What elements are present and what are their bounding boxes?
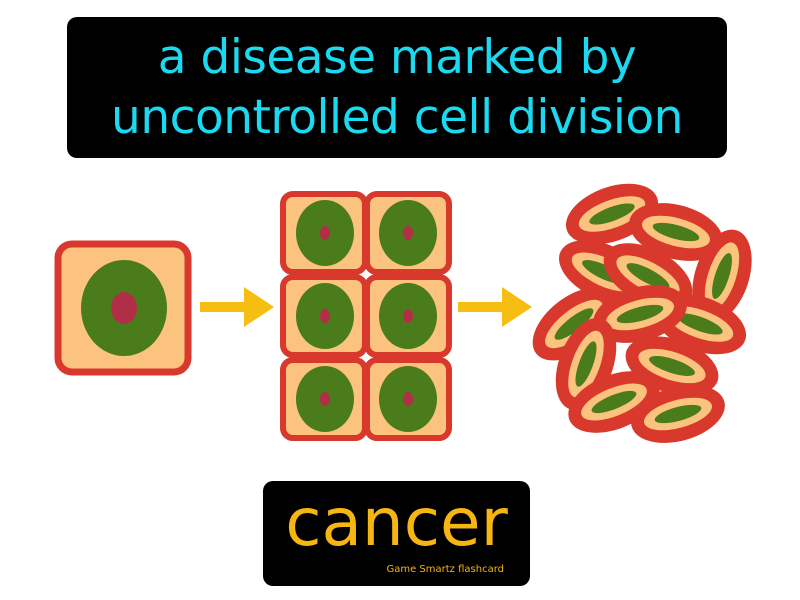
- definition-line-1: a disease marked by: [157, 29, 637, 85]
- single-cell: [54, 240, 192, 376]
- arrow-icon: [458, 287, 532, 327]
- daughter-cell: [364, 357, 452, 441]
- brand-label: Game Smartz flashcard: [386, 564, 504, 575]
- daughter-cell: [280, 274, 368, 358]
- daughter-cell: [364, 274, 452, 358]
- term-box: cancer Game Smartz flashcard: [263, 481, 530, 586]
- dividing-cells: [280, 191, 452, 441]
- daughter-cell: [280, 191, 368, 275]
- definition-line-2: uncontrolled cell division: [111, 89, 683, 145]
- tumor-mass: [519, 172, 763, 453]
- term-word: cancer: [285, 484, 508, 561]
- daughter-cell: [364, 191, 452, 275]
- daughter-cell: [280, 357, 368, 441]
- definition-box: a disease marked by uncontrolled cell di…: [67, 17, 727, 158]
- arrow-icon: [200, 287, 274, 327]
